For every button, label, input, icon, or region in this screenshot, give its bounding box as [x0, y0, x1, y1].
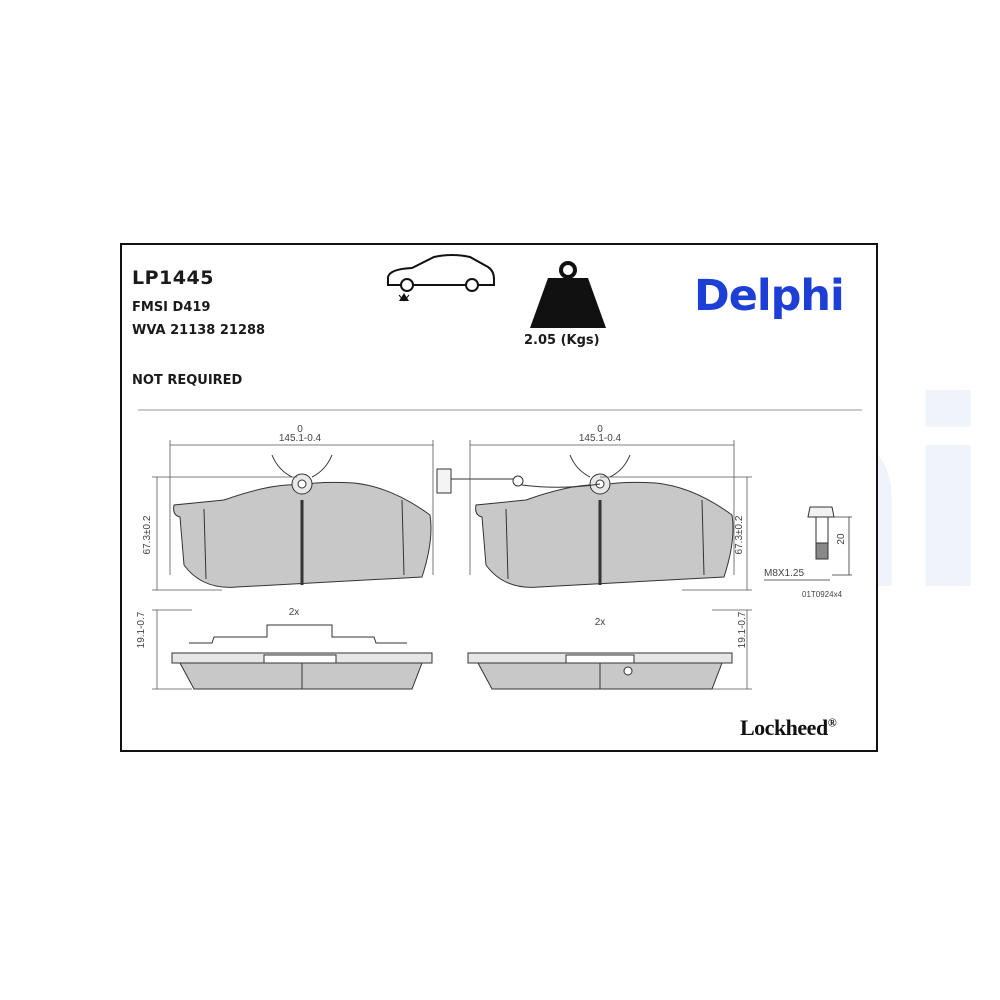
bolt-thread-dimension: M8X1.25 [764, 568, 804, 579]
left-width-tolerance-upper: 0 [297, 424, 303, 435]
brake-pad-right-side [467, 652, 733, 690]
registered-mark: ® [827, 715, 837, 730]
technical-drawing: 0 145.1-0.4 67.3±0.2 19.1-0.7 2x [136, 254, 862, 690]
right-width-tolerance-upper: 0 [597, 424, 603, 435]
left-quantity: 2x [289, 607, 300, 618]
weight-value: 2.05 (Kgs) [524, 333, 600, 348]
bolt-length-dimension: 20 [836, 533, 847, 545]
brand-logo: Delphi [694, 271, 845, 321]
weight-icon [530, 261, 606, 328]
wear-indicator-status: NOT REQUIRED [132, 373, 243, 388]
left-thickness-dimension: 19.1-0.7 [136, 611, 147, 648]
right-pad-dimensions [469, 440, 752, 690]
right-thickness-dimension: 19.1-0.7 [737, 611, 748, 648]
left-width-dimension: 145.1-0.4 [279, 433, 322, 444]
sub-brand-name: Lockheed [740, 715, 828, 740]
wva-code: WVA 21138 21288 [132, 323, 266, 338]
bolt-code: 01T0924x4 [802, 590, 843, 599]
car-front-axle-icon [387, 254, 495, 302]
fixing-bolt-drawing [764, 506, 852, 581]
brake-pad-right-face [436, 454, 734, 588]
left-height-dimension: 67.3±0.2 [142, 515, 153, 554]
fmsi-code: FMSI D419 [132, 300, 211, 315]
right-height-dimension: 67.3±0.2 [734, 515, 745, 554]
part-number: LP1445 [132, 267, 214, 289]
left-pad-dimensions [152, 440, 434, 690]
datasheet-frame: LP1445 FMSI D419 WVA 21138 21288 NOT REQ… [120, 243, 878, 752]
sub-brand-logo: Lockheed® [740, 715, 837, 741]
brake-pad-left-side [171, 624, 433, 690]
brake-pad-left-face [173, 454, 432, 588]
right-quantity: 2x [595, 617, 606, 628]
right-width-dimension: 145.1-0.4 [579, 433, 622, 444]
